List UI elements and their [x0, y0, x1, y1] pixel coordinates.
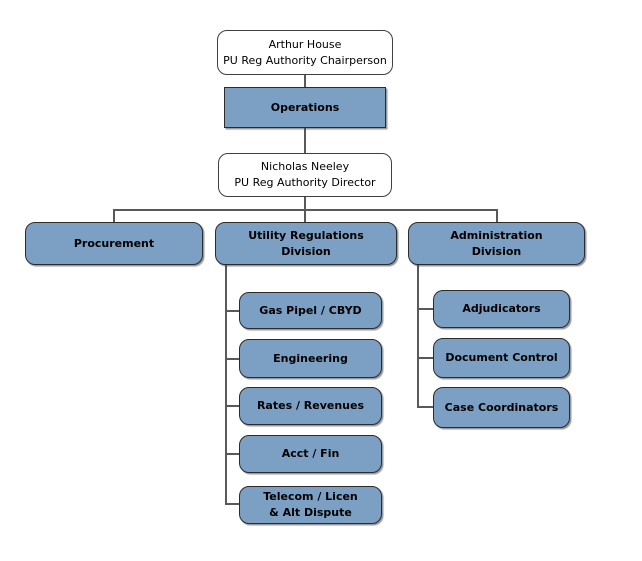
chairperson-name: Arthur House — [268, 37, 342, 51]
admin-division-label-1: Administration — [450, 228, 543, 242]
connector-admin-hang — [417, 265, 419, 408]
node-procurement: Procurement — [25, 222, 203, 265]
connector-utility-stub-1 — [225, 310, 239, 312]
connector-admin-stub-1 — [417, 308, 433, 310]
node-acct-fin: Acct / Fin — [239, 435, 382, 473]
node-document-control: Document Control — [433, 338, 570, 378]
procurement-label: Procurement — [73, 236, 155, 250]
node-adjudicators: Adjudicators — [433, 290, 570, 328]
connector-stub-admin — [496, 209, 498, 222]
document-control-label: Document Control — [445, 351, 558, 364]
connector-utility-stub-2 — [225, 358, 239, 360]
utility-division-label-1: Utility Regulations — [248, 228, 364, 242]
connector-director-down — [304, 197, 306, 209]
connector-utility-hang — [225, 265, 227, 505]
connector-utility-stub-4 — [225, 453, 239, 455]
connector-admin-stub-3 — [417, 406, 433, 408]
acct-fin-label: Acct / Fin — [281, 447, 340, 460]
chairperson-title: PU Reg Authority Chairperson — [223, 53, 387, 67]
connector-chair-operations — [304, 75, 306, 87]
node-operations: Operations — [224, 87, 386, 128]
rates-revenues-label: Rates / Revenues — [256, 399, 365, 412]
telecom-licen-label-1: Telecom / Licen — [263, 490, 358, 503]
director-title: PU Reg Authority Director — [234, 176, 376, 189]
node-case-coordinators: Case Coordinators — [433, 387, 570, 428]
node-rates-revenues: Rates / Revenues — [239, 387, 382, 425]
gas-pipel-cbyd-label: Gas Pipel / CBYD — [259, 303, 362, 317]
connector-operations-director — [304, 128, 306, 153]
admin-division-label-2: Division — [471, 244, 522, 258]
operations-label: Operations — [270, 100, 340, 114]
node-engineering: Engineering — [239, 339, 382, 378]
engineering-label: Engineering — [273, 351, 348, 365]
connector-utility-stub-5 — [225, 503, 239, 505]
node-utility-division: Utility Regulations Division — [215, 222, 397, 265]
node-gas-pipel-cbyd: Gas Pipel / CBYD — [239, 292, 382, 329]
case-coordinators-label: Case Coordinators — [444, 400, 559, 414]
connector-stub-procurement — [113, 209, 115, 222]
node-telecom-licen: Telecom / Licen & Alt Dispute — [239, 486, 382, 524]
connector-admin-stub-2 — [417, 357, 433, 359]
utility-division-label-2: Division — [281, 244, 331, 258]
connector-stub-utility — [304, 209, 306, 222]
adjudicators-label: Adjudicators — [462, 302, 541, 315]
connector-utility-stub-3 — [225, 405, 239, 407]
node-admin-division: Administration Division — [408, 222, 585, 265]
node-chairperson: Arthur House PU Reg Authority Chairperso… — [217, 30, 393, 75]
node-director: Nicholas Neeley PU Reg Authority Directo… — [218, 153, 392, 197]
telecom-licen-label-2: & Alt Dispute — [269, 506, 352, 519]
director-name: Nicholas Neeley — [260, 160, 350, 173]
